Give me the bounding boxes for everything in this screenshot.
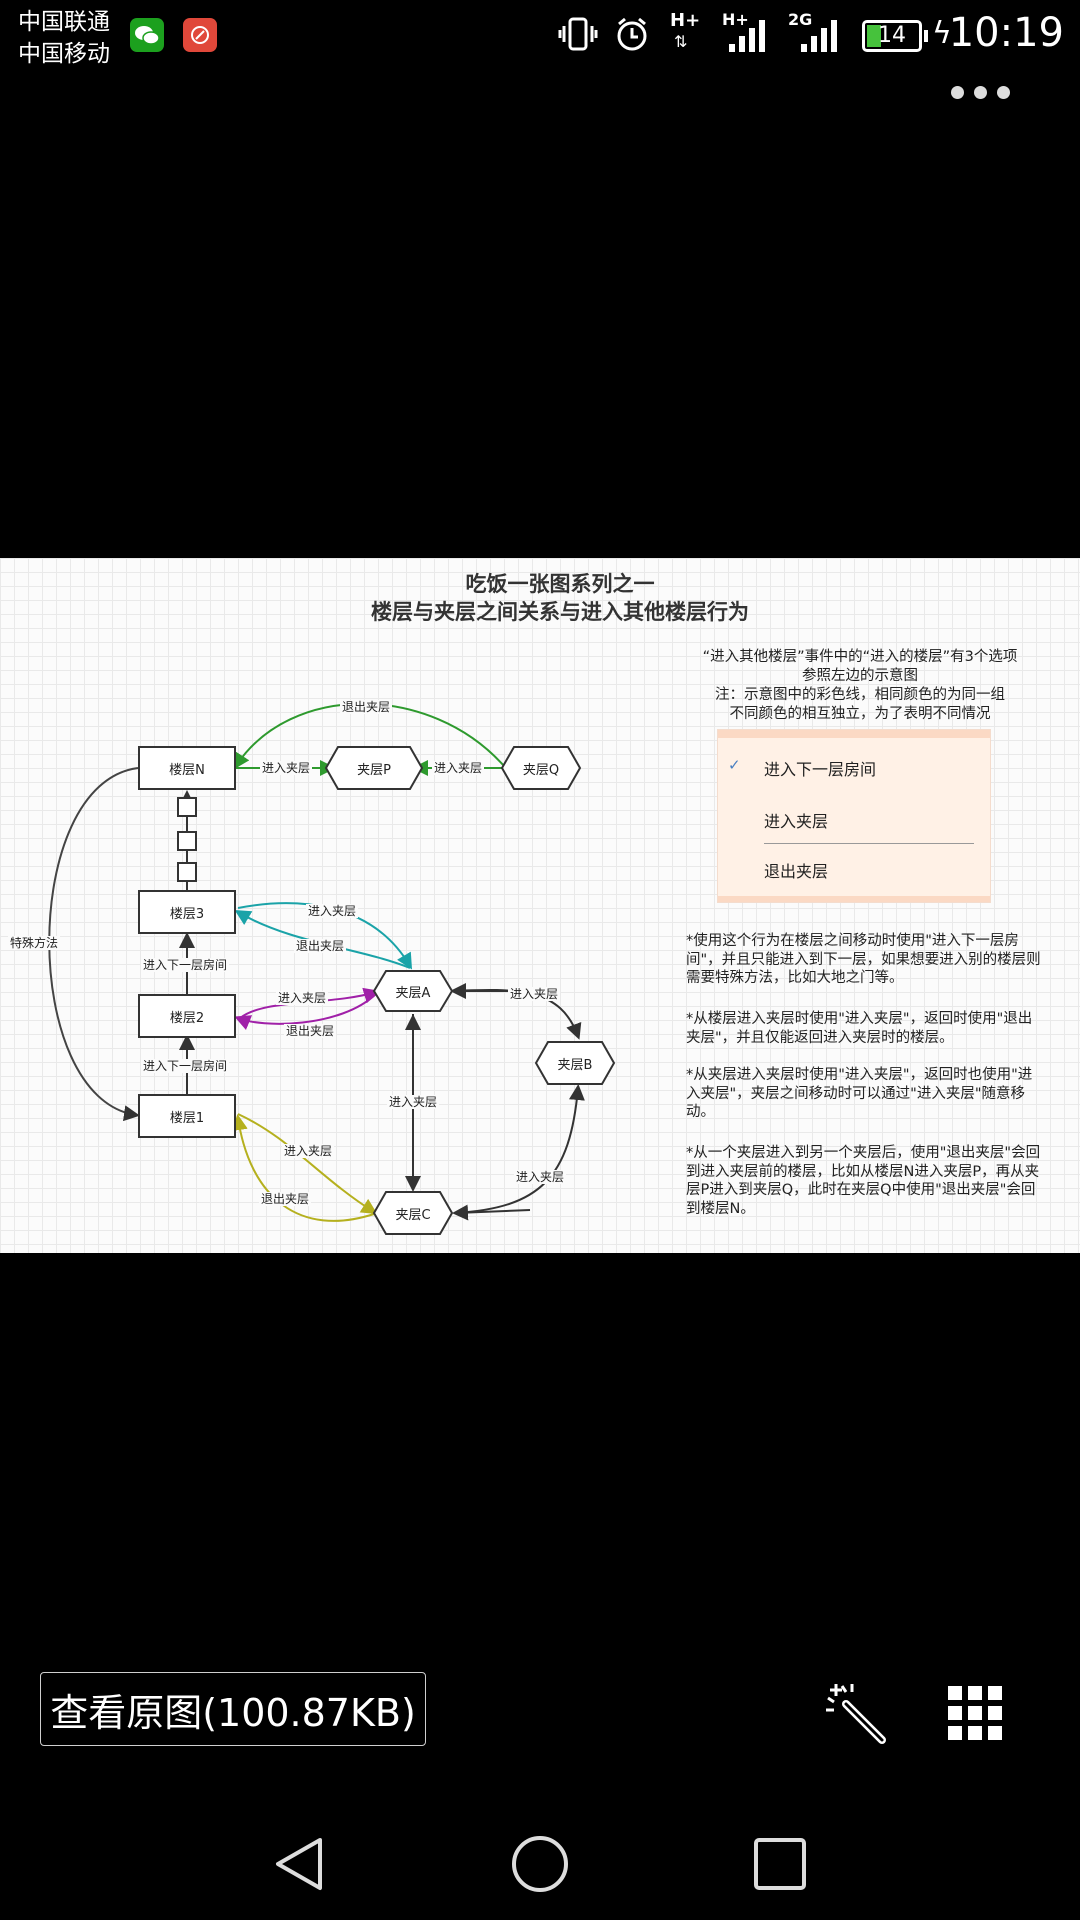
charging-icon: ϟ: [932, 16, 952, 51]
dropdown-item-2: 进入夹层: [764, 812, 829, 831]
signal-icon: [726, 14, 774, 54]
label-exit-2a: 退出夹层: [284, 1024, 337, 1038]
network-type-1: H+: [670, 10, 701, 31]
diagram-image[interactable]: 吃饭一张图系列之一 楼层与夹层之间关系与进入其他楼层行为: [0, 558, 1080, 1253]
label-exit-1c: 退出夹层: [259, 1192, 312, 1206]
node-floor-3: 楼层3: [138, 890, 236, 934]
paragraph-4: *从一个夹层进入到另一个夹层后，使用"退出夹层"会回到进入夹层前的楼层，比如从楼…: [686, 1145, 1041, 1217]
battery-icon: 14: [862, 20, 922, 52]
alarm-icon: [612, 14, 652, 54]
label-enter-ac: 进入夹层: [387, 1095, 440, 1109]
signal-icon-2: [798, 14, 846, 54]
label-exit-3a: 退出夹层: [294, 939, 347, 953]
network-type-3: 2G: [788, 10, 813, 29]
dropdown-item-1: 进入下一层房间: [764, 760, 877, 779]
check-icon: ✓: [728, 756, 741, 774]
network-type-2: H+: [722, 10, 749, 29]
label-enter-cb: 进入夹层: [514, 1170, 567, 1184]
carrier-2: 中国移动: [18, 41, 110, 67]
node-mez-q: 夹层Q: [522, 762, 560, 778]
dropdown-item-3: 退出夹层: [764, 862, 829, 881]
label-enter-np: 进入夹层: [260, 761, 313, 775]
paragraph-3: *从夹层进入夹层时使用"进入夹层"，返回时也使用"进入夹层"，夹层之间移动时可以…: [686, 1067, 1033, 1120]
recents-icon[interactable]: [748, 1832, 812, 1896]
carrier-1: 中国联通: [18, 9, 110, 35]
note-line-1: “进入其他楼层”事件中的“进入的楼层”有3个选项: [702, 649, 1018, 665]
label-enter-3a: 进入夹层: [306, 904, 359, 918]
magic-wand-icon[interactable]: [822, 1680, 888, 1746]
label-enter-ab: 进入夹层: [508, 987, 561, 1001]
home-icon[interactable]: [508, 1832, 572, 1896]
diagram-title: 吃饭一张图系列之一: [465, 572, 655, 596]
battery-level: 14: [878, 23, 906, 48]
label-next-1-2: 进入下一层房间: [141, 1059, 230, 1073]
clock: 10:19: [948, 10, 1064, 56]
node-floor-1: 楼层1: [138, 1094, 236, 1138]
node-mez-b: 夹层B: [557, 1057, 593, 1073]
battery-tip: [924, 30, 928, 42]
label-exit-top: 退出夹层: [340, 700, 393, 714]
node-floor-n: 楼层N: [138, 746, 236, 790]
wechat-icon: [130, 18, 164, 52]
dropdown-illustration: ✓ 进入下一层房间 进入夹层 退出夹层: [718, 730, 990, 902]
node-mez-p: 夹层P: [357, 762, 391, 778]
label-enter-1c: 进入夹层: [282, 1144, 335, 1158]
node-mez-a: 夹层A: [395, 985, 431, 1001]
more-options-button[interactable]: [951, 86, 1010, 99]
paragraph-1: *使用这个行为在楼层之间移动时使用"进入下一层房间"，并且只能进入到下一层，如果…: [686, 933, 1041, 986]
vibrate-icon: [556, 14, 600, 54]
paragraph-2: *从楼层进入夹层时使用"进入夹层"，返回时使用"退出夹层"，并且仅能返回进入夹层…: [686, 1011, 1033, 1046]
label-next-2-3: 进入下一层房间: [141, 958, 230, 972]
grid-icon[interactable]: [946, 1684, 1004, 1742]
note-line-2: 参照左边的示意图: [802, 668, 918, 684]
label-enter-2a: 进入夹层: [276, 991, 329, 1005]
diagram-subtitle: 楼层与夹层之间关系与进入其他楼层行为: [371, 600, 749, 624]
note-line-4: 不同颜色的相互独立，为了表明不同情况: [729, 706, 991, 722]
label-special: 特殊方法: [8, 936, 61, 950]
back-icon[interactable]: [268, 1832, 332, 1896]
app-icon: [183, 18, 217, 52]
view-original-button[interactable]: 查看原图(100.87KB): [40, 1672, 426, 1746]
label-enter-pq: 进入夹层: [432, 761, 485, 775]
note-line-3: 注：示意图中的彩色线，相同颜色的为同一组: [715, 687, 1005, 703]
data-arrows-icon: ⇅: [674, 32, 688, 51]
node-mez-c: 夹层C: [395, 1207, 431, 1223]
node-floor-2: 楼层2: [138, 994, 236, 1038]
